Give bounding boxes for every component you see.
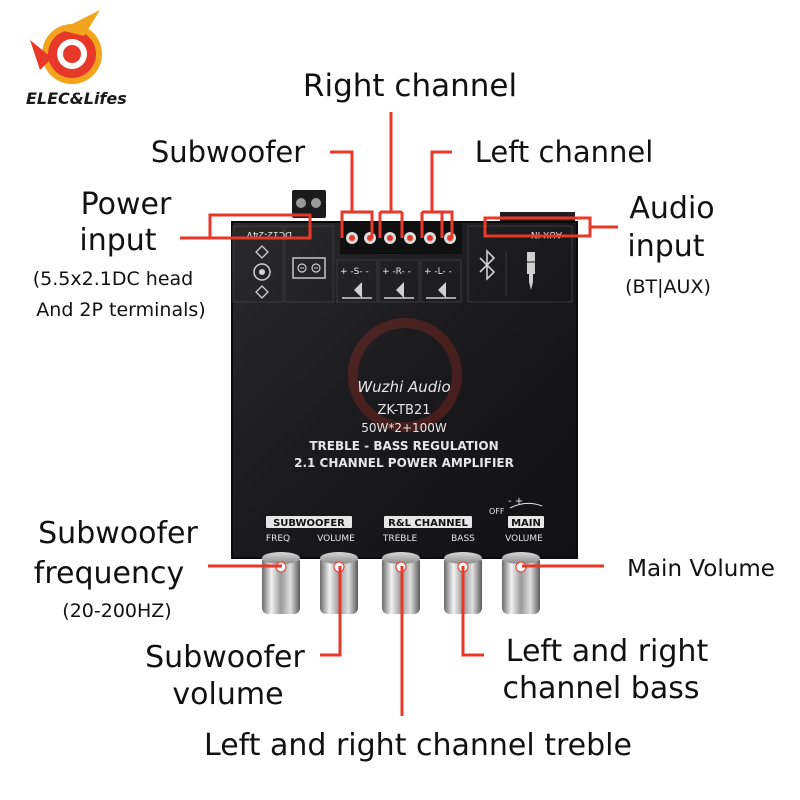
board-knob-treble: TREBLE	[382, 534, 418, 544]
label-lr-bass-1: Left and right	[506, 634, 709, 669]
leader-left-channel	[420, 150, 454, 238]
leader-right-channel	[378, 112, 404, 238]
board-knob-freq: FREQ	[266, 534, 290, 544]
speaker-icon	[426, 282, 456, 299]
label-lr-treble: Left and right channel treble	[204, 728, 632, 763]
label-main-volume: Main Volume	[627, 556, 775, 582]
terminal-screws	[346, 232, 456, 244]
label-power-input-note-2: And 2P terminals)	[36, 299, 205, 321]
label-lr-bass-2: channel bass	[503, 671, 700, 706]
board-group-main: MAIN	[511, 518, 541, 529]
label-power-input-note-1: (5.5x2.1DC head	[33, 268, 193, 290]
label-sub-freq-1: Subwoofer	[38, 516, 198, 551]
board-group-rl: R&L CHANNEL	[388, 518, 468, 529]
board-speaker-r: + -R- -	[382, 267, 411, 277]
board-knob-bass: BASS	[451, 534, 475, 544]
board-line1: TREBLE - BASS REGULATION	[309, 439, 498, 453]
knob-icon	[262, 552, 300, 614]
terminal-icon	[292, 257, 326, 279]
label-audio-input-2: input	[627, 229, 704, 264]
speaker-icon	[384, 282, 414, 299]
board-power-rating: 50W*2+100W	[361, 421, 447, 435]
label-sub-volume-1: Subwoofer	[145, 640, 305, 675]
bluetooth-icon	[479, 249, 496, 281]
board-off-label: OFF	[489, 507, 505, 516]
board-minus-plus: - +	[508, 496, 523, 507]
dc-jack-icon	[253, 245, 271, 299]
label-sub-volume-2: volume	[172, 677, 283, 712]
board-speaker-l: + -L- -	[424, 267, 452, 277]
board-power-label: DC12-24V	[246, 229, 292, 239]
board-line2: 2.1 CHANNEL POWER AMPLIFIER	[294, 456, 514, 470]
label-sub-freq-note: (20-200HZ)	[62, 600, 171, 622]
leader-sub-volume	[320, 566, 342, 657]
brand-logo: ELEC&Lifes	[26, 10, 127, 108]
amplifier-board: DC12-24V	[231, 190, 578, 559]
leader-audio-input	[483, 216, 592, 238]
board-script-brand: Wuzhi Audio	[357, 378, 450, 396]
board-group-sub: SUBWOOFER	[273, 518, 345, 529]
label-sub-freq-2: frequency	[34, 556, 184, 591]
label-power-input-1: Power	[81, 187, 172, 222]
label-right-channel: Right channel	[303, 68, 517, 104]
label-subwoofer: Subwoofer	[151, 135, 305, 169]
label-left-channel: Left channel	[475, 135, 654, 169]
board-speaker-sub: + -S- -	[340, 267, 369, 277]
callout-labels: Right channel Subwoofer Left channel Pow…	[33, 68, 775, 763]
label-audio-input-note: (BT|AUX)	[625, 276, 711, 298]
leader-power-input	[208, 213, 312, 240]
logo-text: ELEC&Lifes	[26, 89, 127, 108]
board-knob-volume: VOLUME	[317, 534, 355, 544]
speaker-icon	[342, 282, 372, 299]
leader-bass	[461, 566, 484, 657]
label-audio-input-1: Audio	[629, 191, 714, 226]
knob-icon	[502, 552, 540, 614]
aux-jack-icon	[520, 252, 542, 290]
board-knob-main-volume: VOLUME	[505, 534, 543, 544]
leader-subwoofer	[330, 150, 374, 238]
board-model: ZK-TB21	[378, 403, 431, 418]
callout-lines	[180, 112, 618, 716]
label-power-input-2: input	[79, 223, 156, 258]
board-aux-label: AUX IN	[531, 229, 562, 239]
logo-icon	[30, 10, 102, 84]
